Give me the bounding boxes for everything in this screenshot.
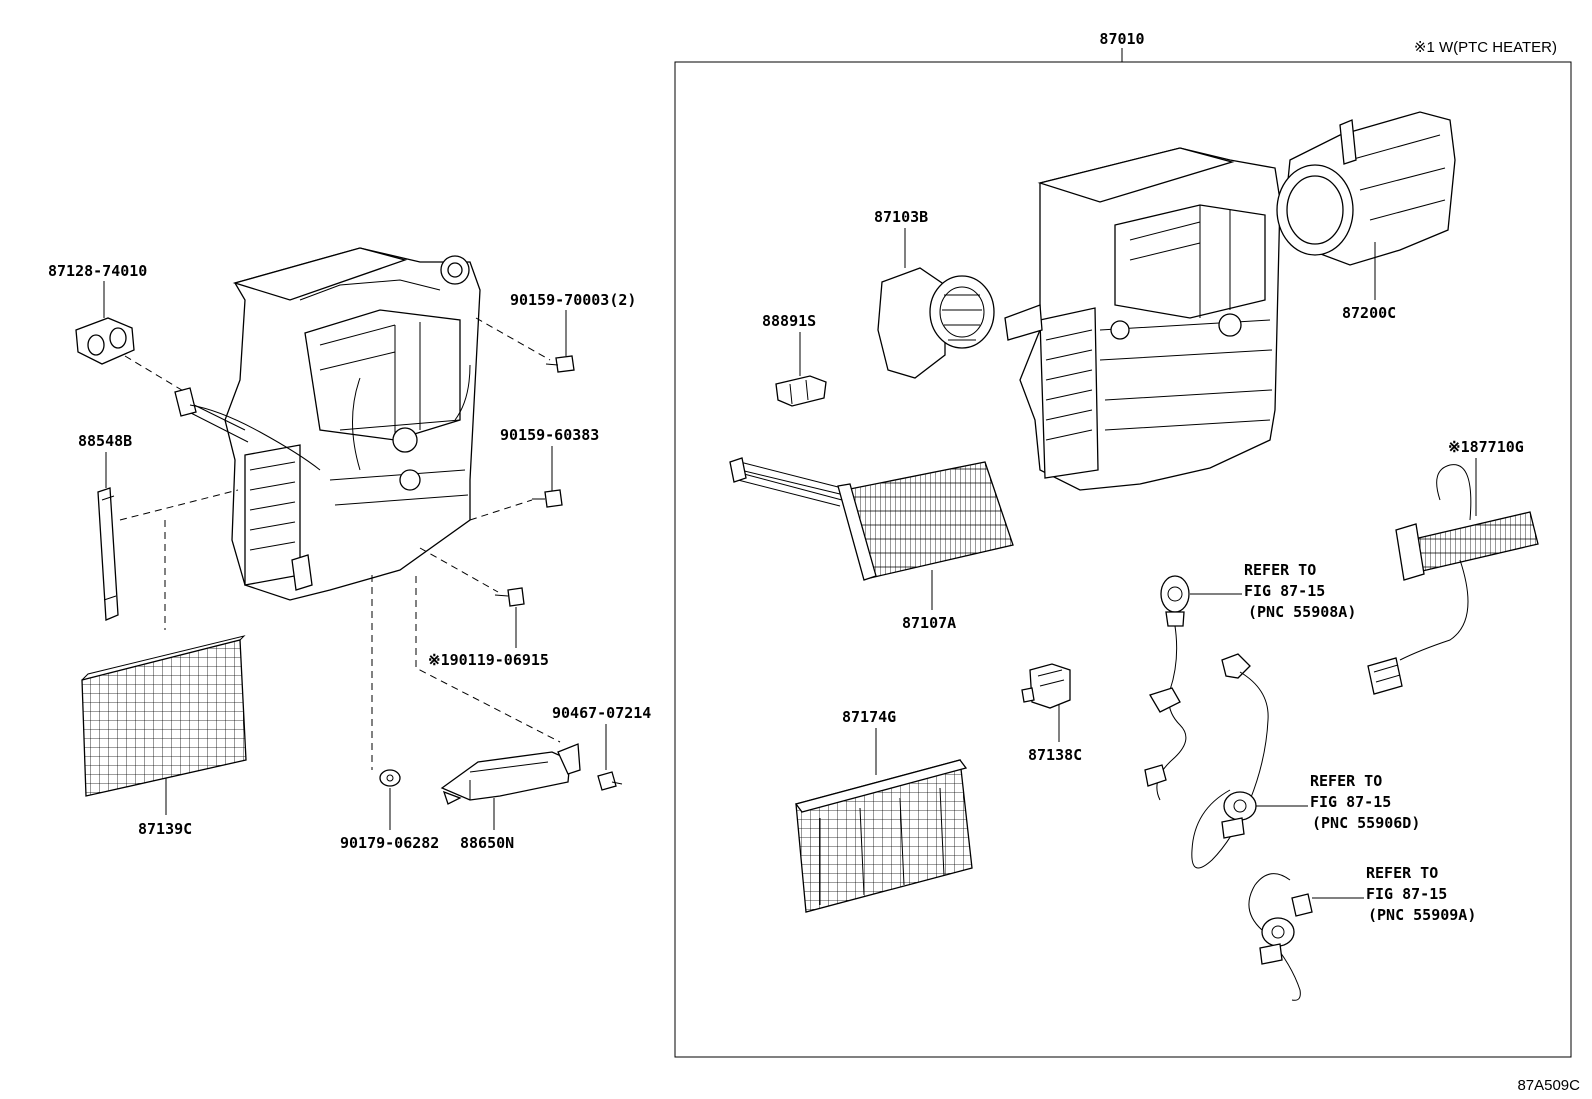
grommet-87128-74010[interactable] [75, 317, 135, 365]
heater-core-87107a[interactable] [729, 457, 1014, 581]
blower-motor-87103b[interactable] [877, 267, 995, 379]
assembly-part-number[interactable]: 87010 [1099, 30, 1144, 48]
label-87200c[interactable]: 87200C [1342, 304, 1396, 322]
figure-code: 87A509C [1517, 1077, 1580, 1094]
filter-87174g[interactable] [794, 759, 973, 913]
label-87139c[interactable]: 87139C [138, 820, 192, 838]
ref-1-line-2: FIG 87-15 [1244, 582, 1325, 600]
seal-88548b[interactable] [97, 487, 119, 621]
label-88548b[interactable]: 88548B [78, 432, 132, 450]
assembly-frame [674, 48, 1572, 1058]
heater-unit-assembly[interactable] [174, 247, 481, 601]
label-87107a[interactable]: 87107A [902, 614, 956, 632]
ref-2-line-3: (PNC 55906D) [1312, 814, 1420, 832]
blower-case-87200c[interactable] [1276, 111, 1456, 266]
label-90119-06915[interactable]: ※190119-06915 [428, 651, 549, 669]
filter-87139c[interactable] [81, 635, 247, 797]
sensor-87138c[interactable] [1021, 663, 1071, 709]
clip-90467-07214[interactable] [597, 771, 623, 791]
label-87710g[interactable]: ※187710G [1448, 438, 1524, 456]
label-88650n[interactable]: 88650N [460, 834, 514, 852]
screw-90159-60383[interactable] [532, 489, 563, 508]
ref-3-line-3: (PNC 55909A) [1368, 906, 1476, 924]
clip-90179-06282[interactable] [379, 769, 401, 787]
label-87174g[interactable]: 87174G [842, 708, 896, 726]
servo-55906d[interactable] [1191, 653, 1269, 869]
label-88891s[interactable]: 88891S [762, 312, 816, 330]
servo-55908a[interactable] [1144, 575, 1190, 801]
label-90159-60383[interactable]: 90159-60383 [500, 426, 599, 444]
label-87103b[interactable]: 87103B [874, 208, 928, 226]
ref-3-line-2: FIG 87-15 [1366, 885, 1447, 903]
servo-55909a[interactable] [1248, 873, 1313, 1001]
ref-2-line-2: FIG 87-15 [1310, 793, 1391, 811]
label-87138c[interactable]: 87138C [1028, 746, 1082, 764]
label-90467-07214[interactable]: 90467-07214 [552, 704, 651, 722]
screw-90159-70003[interactable] [545, 355, 575, 373]
assembly-note: ※1 W(PTC HEATER) [1414, 39, 1557, 56]
screw-90119-06915[interactable] [494, 587, 525, 607]
amplifier-88650n[interactable] [440, 743, 581, 805]
ref-3-line-1: REFER TO [1366, 864, 1438, 882]
label-90179-06282[interactable]: 90179-06282 [340, 834, 439, 852]
ref-1-line-1: REFER TO [1244, 561, 1316, 579]
heater-case[interactable] [1004, 147, 1281, 491]
label-90159-70003[interactable]: 90159-70003(2) [510, 291, 636, 309]
ref-1-line-3: (PNC 55908A) [1248, 603, 1356, 621]
clip-88891s[interactable] [775, 375, 827, 407]
ptc-heater-87710g[interactable] [1367, 464, 1539, 695]
ref-2-line-1: REFER TO [1310, 772, 1382, 790]
label-87128-74010[interactable]: 87128-74010 [48, 262, 147, 280]
